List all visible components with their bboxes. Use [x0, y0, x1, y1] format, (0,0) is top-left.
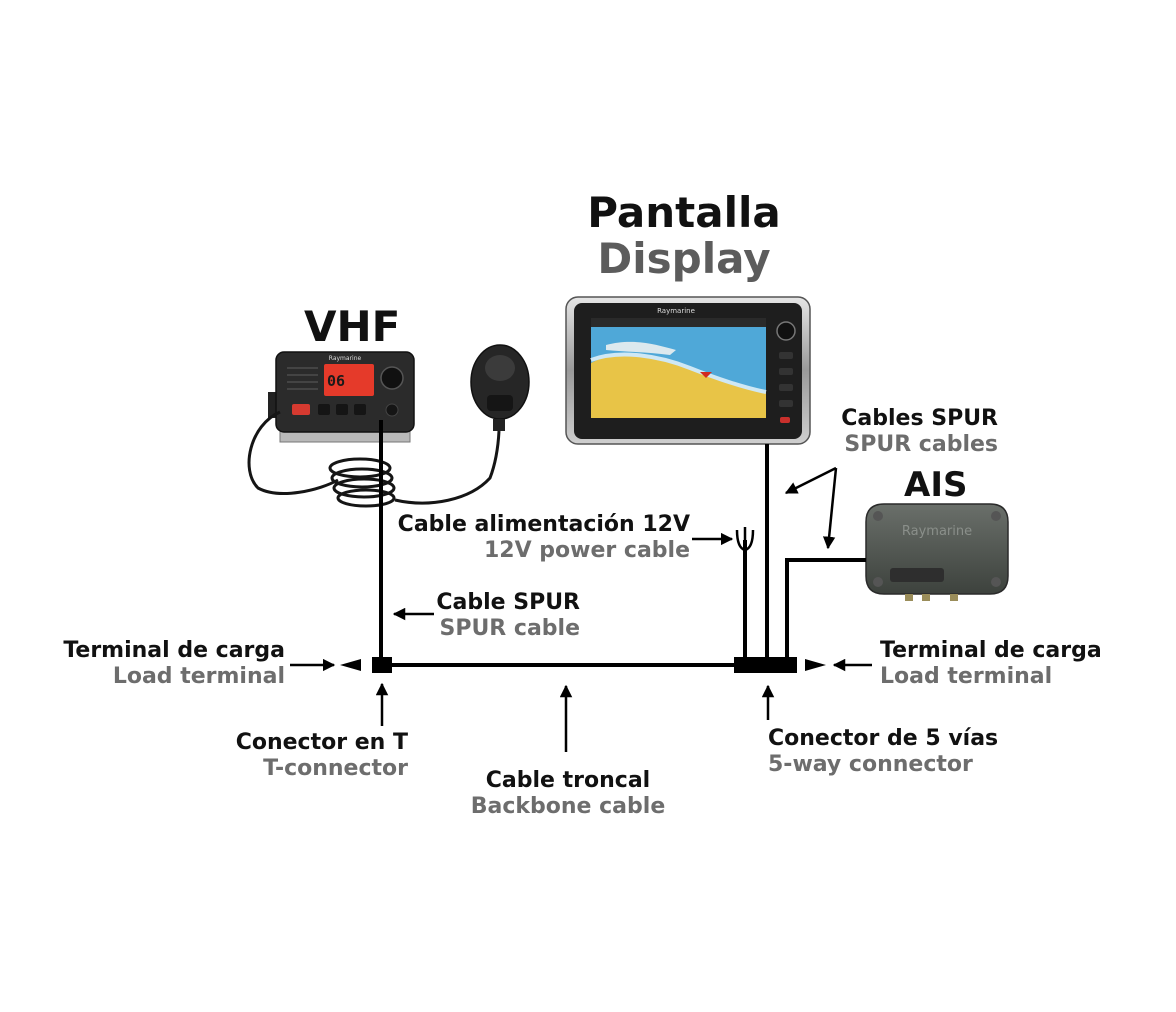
coiled-cord	[247, 410, 501, 508]
t-connector-es: Conector en T	[235, 730, 408, 755]
load-terminal-right-icon	[805, 659, 826, 671]
arrow-spur-cables-display-icon	[784, 466, 837, 495]
load-terminal-left-icon	[340, 659, 361, 671]
five-way-connector-es: Conector de 5 vías	[768, 726, 999, 751]
spur-cable-es: Cable SPUR	[436, 590, 580, 615]
load-terminal-right-es: Terminal de carga	[880, 638, 1102, 663]
speaker-grille-icon	[287, 367, 318, 390]
ais-transponder: Raymarine	[865, 503, 1009, 601]
display-title-en: Display	[597, 234, 771, 283]
connectors	[340, 657, 826, 673]
ais-status-button-icon	[890, 568, 944, 582]
callout-arrows	[290, 466, 872, 752]
arrow-spur-cables-ais-icon	[822, 467, 838, 550]
power-cable-es: Cable alimentación 12V	[397, 512, 690, 537]
power-cable-en: 12V power cable	[483, 538, 690, 563]
rotary-controller-icon	[776, 321, 796, 341]
vhf-title: VHF	[304, 302, 401, 351]
vhf-channel-readout: 06	[327, 372, 345, 390]
load-terminal-right-en: Load terminal	[880, 664, 1053, 689]
spur-cable-en: SPUR cable	[439, 616, 580, 641]
volume-knob-icon	[380, 366, 404, 390]
load-terminal-left-es: Terminal de carga	[63, 638, 285, 663]
distress-button-icon	[292, 404, 310, 415]
vhf-brand-logo: Raymarine	[329, 355, 362, 362]
backbone-cable-en: Backbone cable	[470, 794, 666, 819]
t-connector-en: T-connector	[263, 756, 408, 781]
five-way-connector-icon	[734, 657, 797, 673]
chart-display: Raymarine	[565, 296, 811, 445]
load-terminal-left-en: Load terminal	[112, 664, 285, 689]
display-brand-logo: Raymarine	[657, 307, 695, 315]
cabling	[379, 420, 866, 667]
ais-brand-logo: Raymarine	[902, 524, 972, 539]
five-way-connector-en: 5-way connector	[768, 752, 973, 777]
backbone-cable-es: Cable troncal	[485, 768, 651, 793]
vhf-radio: 06 Raymarine	[247, 344, 530, 508]
display-title-es: Pantalla	[587, 188, 781, 237]
ais-spur-cable	[785, 558, 866, 658]
spur-cables-en: SPUR cables	[844, 432, 998, 457]
vhf-screen	[324, 364, 374, 396]
microphone-icon	[470, 344, 530, 431]
ais-title: AIS	[904, 465, 968, 505]
t-connector-icon	[372, 657, 392, 673]
spur-cables-es: Cables SPUR	[841, 406, 998, 431]
